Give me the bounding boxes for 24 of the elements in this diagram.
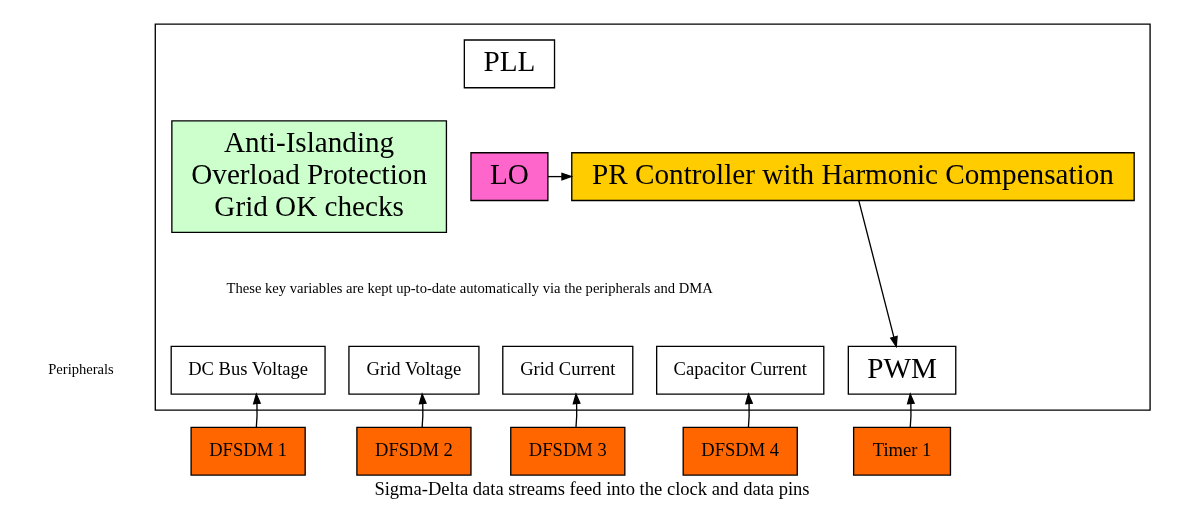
caption: Sigma-Delta data streams feed into the clock and data pins <box>373 478 810 500</box>
node-box: Grid Voltage <box>347 345 480 395</box>
node-box: DFSDM 4 <box>682 426 798 476</box>
arrow <box>252 392 261 428</box>
node-box: PWM <box>847 345 956 395</box>
arrow <box>418 392 427 428</box>
cluster <box>154 23 1151 411</box>
arrow <box>744 392 753 428</box>
label: Peripherals <box>47 360 114 377</box>
node-box: DC Bus Voltage <box>170 345 326 395</box>
node-box: DFSDM 1 <box>189 426 306 476</box>
node-box: DFSDM 3 <box>509 426 625 476</box>
node-box: PR Controller with Harmonic Compensation <box>570 152 1135 202</box>
node-box: PLL <box>463 39 555 89</box>
label: These key variables are kept up-to-date automatically via the peripherals and DMA <box>226 280 713 297</box>
node-box: Timer 1 <box>852 426 951 476</box>
node-box: DFSDM 2 <box>355 426 472 476</box>
node-box: LO <box>469 152 549 202</box>
node-box: Grid Current <box>501 345 633 395</box>
node-box: Capacitor Current <box>655 345 824 395</box>
arrow <box>857 199 898 349</box>
arrow <box>906 392 915 428</box>
node-box: Anti-Islanding Overload Protection Grid OK checks <box>170 120 447 233</box>
arrow <box>571 392 581 428</box>
